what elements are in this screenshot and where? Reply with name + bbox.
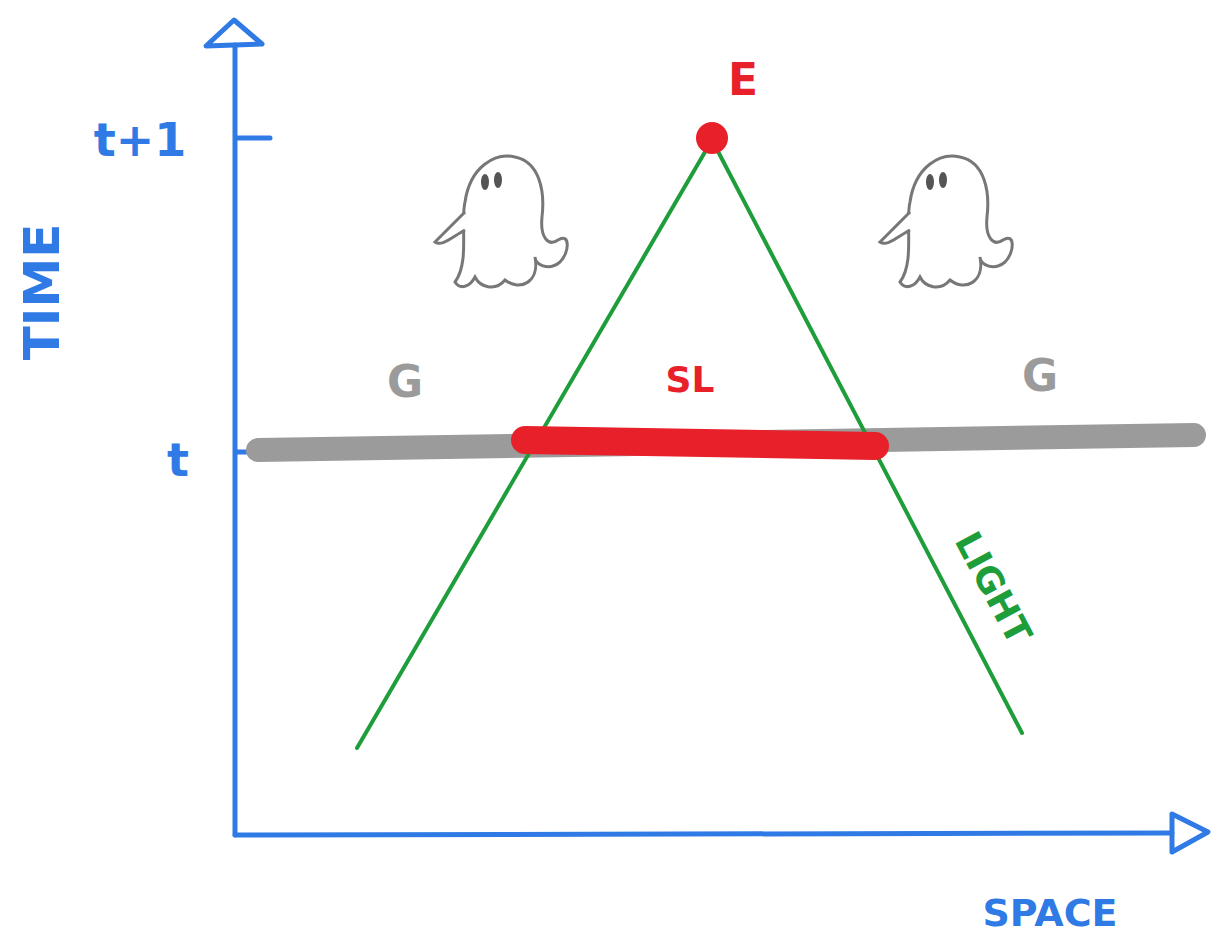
time-arrowhead [206, 20, 262, 46]
axis-title: SPACE [983, 894, 1118, 932]
space-arrowhead [1172, 814, 1208, 852]
tick-label: t [167, 437, 189, 483]
ghost-icon [880, 156, 1012, 287]
line-label: LIGHT [949, 526, 1037, 649]
event-dot [696, 122, 728, 154]
event-label: E [728, 58, 758, 102]
grey-band [258, 435, 1194, 450]
tick-label: t+1 [94, 117, 187, 163]
band-label: G [1022, 354, 1058, 398]
space-axis [235, 833, 1172, 835]
tick [237, 136, 270, 141]
ghost-icon [435, 156, 567, 287]
axis-title: TIME [17, 224, 67, 361]
red-segment [525, 440, 875, 446]
time-axis [233, 45, 238, 835]
segment-label: SL [666, 362, 715, 398]
band-label: G [387, 360, 423, 404]
